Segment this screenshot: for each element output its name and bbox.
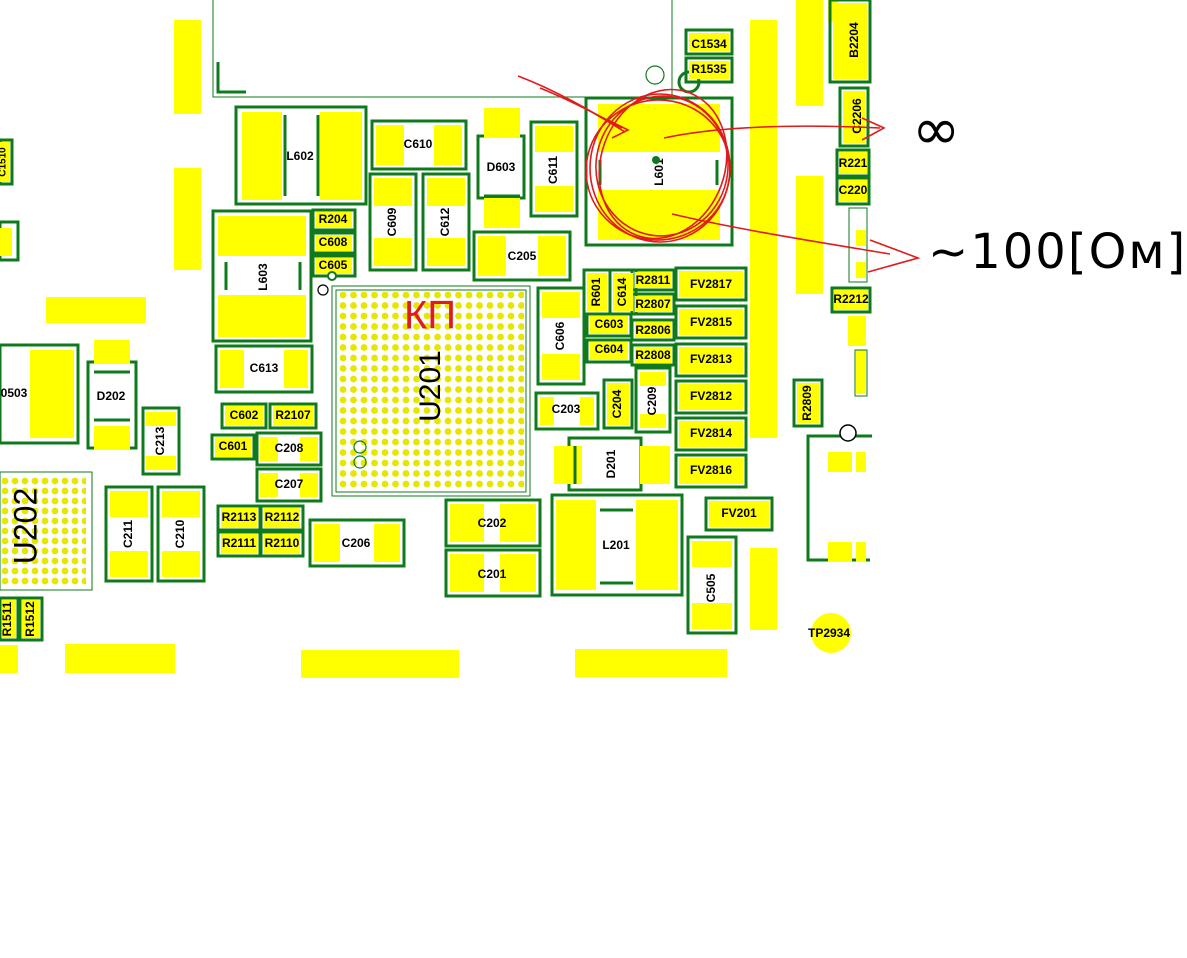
- label-r2212: R2212: [833, 292, 869, 306]
- label-r1535: R1535: [691, 62, 727, 76]
- bga-u201: [317, 271, 531, 497]
- label-r2107: R2107: [275, 408, 311, 422]
- label-c204: C204: [610, 389, 624, 418]
- label-r2110: R2110: [265, 536, 300, 550]
- small-part-pads: [0, 3, 868, 638]
- label-c614: C614: [615, 277, 629, 306]
- label-r1512: R1512: [23, 601, 37, 637]
- label-r2113: R2113: [222, 510, 257, 524]
- label-c210: C210: [173, 519, 187, 548]
- label-fv2812: FV2812: [690, 389, 732, 403]
- label-c1510: C1510: [0, 147, 9, 177]
- label-c613: C613: [250, 361, 279, 375]
- component-labels: C1534 R1535 B2204 C2206 R221 C220 R2212 …: [0, 22, 869, 640]
- pcb-boardview: C1534 R1535 B2204 C2206 R221 C220 R2212 …: [0, 0, 921, 678]
- label-r2806: R2806: [635, 323, 671, 337]
- label-r1511: R1511: [0, 601, 14, 636]
- label-c206: C206: [342, 536, 371, 550]
- inductor-cores: [94, 115, 719, 585]
- label-d201: D201: [604, 449, 618, 478]
- label-r2112: R2112: [265, 510, 300, 524]
- label-c603: C603: [595, 317, 624, 331]
- label-r204: R204: [319, 212, 348, 226]
- bga-u202: [0, 471, 93, 591]
- label-fv2814: FV2814: [690, 426, 732, 440]
- label-c609: C609: [385, 207, 399, 236]
- label-c209: C209: [645, 386, 659, 415]
- label-c207: C207: [275, 477, 304, 491]
- label-c606: C606: [553, 321, 567, 350]
- label-r2211: R221: [839, 156, 868, 170]
- label-c203: C203: [552, 402, 581, 416]
- label-c211: C211: [121, 520, 135, 548]
- outlined-parts: [0, 0, 872, 642]
- label-c505: C505: [704, 573, 718, 602]
- label-d503: 0503: [1, 386, 28, 400]
- label-fv2813: FV2813: [690, 352, 732, 366]
- label-r2807: R2807: [635, 297, 671, 311]
- red-marker-annotation: [517, 75, 921, 273]
- label-c208: C208: [275, 441, 304, 455]
- label-d603: D603: [487, 160, 516, 174]
- label-c604: C604: [595, 342, 624, 356]
- label-u201: U201: [414, 350, 447, 422]
- label-fv2815: FV2815: [690, 315, 732, 329]
- label-c205: C205: [508, 249, 537, 263]
- label-l601: L601: [652, 158, 666, 186]
- label-l603: L603: [256, 263, 270, 291]
- resistance-reading: ~100[Ом]: [928, 224, 1187, 280]
- label-l602: L602: [286, 149, 314, 163]
- label-c608: C608: [319, 235, 348, 249]
- label-c601: C601: [219, 439, 248, 453]
- label-fv201: FV201: [721, 506, 757, 520]
- label-r2809: R2809: [800, 385, 814, 421]
- label-c2206: C2206: [850, 98, 864, 134]
- label-b2204: B2204: [847, 22, 861, 58]
- label-c605: C605: [319, 258, 348, 272]
- misc-marks: [839, 207, 868, 442]
- part-pads: [0, 104, 866, 653]
- label-c202: C202: [478, 516, 507, 530]
- label-c602: C602: [230, 408, 259, 422]
- open-circuit-symbol: ∞: [912, 95, 961, 163]
- label-r601: R601: [589, 277, 603, 306]
- label-tp2934: TP2934: [808, 626, 850, 640]
- edge-pads: [0, 0, 866, 678]
- label-r2808: R2808: [635, 348, 671, 362]
- label-d202: D202: [97, 389, 126, 403]
- label-c611: C611: [546, 156, 560, 184]
- label-c201: C201: [478, 567, 507, 581]
- label-fv2816: FV2816: [690, 463, 732, 477]
- label-c610: C610: [404, 137, 433, 151]
- label-r2111: R2111: [222, 536, 256, 550]
- label-r2811: R2811: [636, 273, 671, 287]
- label-c1534: C1534: [691, 37, 727, 51]
- label-l201: L201: [602, 538, 630, 552]
- label-c213: C213: [153, 426, 167, 455]
- label-fv2817: FV2817: [690, 277, 732, 291]
- label-c2207: C220: [839, 183, 868, 197]
- label-u202: U202: [7, 488, 43, 565]
- handwritten-kp-label: КП: [404, 294, 456, 338]
- label-c612: C612: [438, 207, 452, 236]
